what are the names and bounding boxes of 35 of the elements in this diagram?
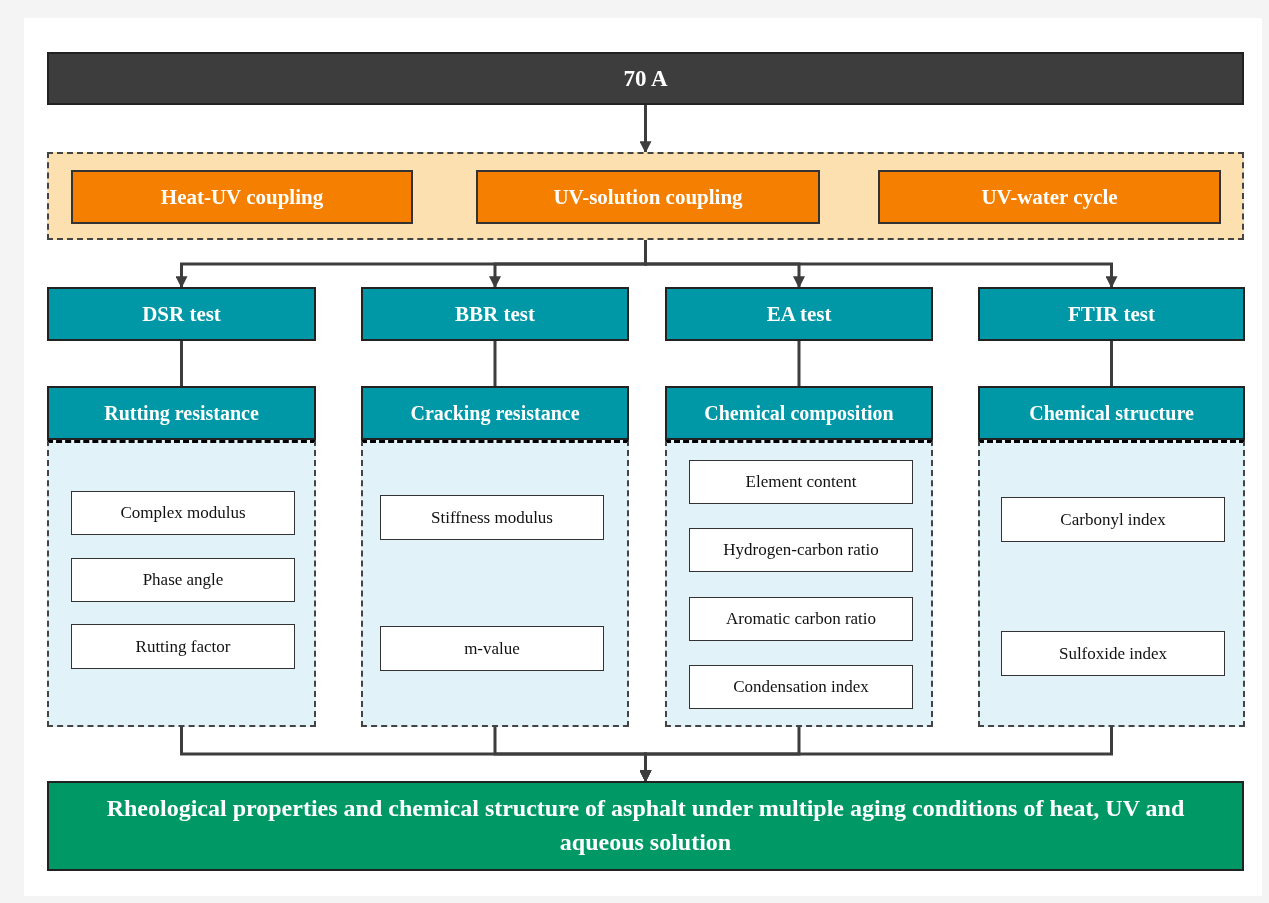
connector-line [797, 341, 801, 386]
property-box: Hydrogen-carbon ratio [689, 528, 913, 572]
process-box: 70 A [47, 52, 1244, 105]
process-box: UV-solution coupling [476, 170, 820, 224]
dashed-panel [978, 440, 1245, 727]
property-box: Complex modulus [71, 491, 295, 535]
property-box: Carbonyl index [1001, 497, 1225, 542]
dashed-panel [47, 440, 316, 727]
category-header: Chemical composition [665, 386, 933, 440]
connector-line [1110, 341, 1113, 386]
category-header: Cracking resistance [361, 386, 629, 440]
test-box: EA test [665, 287, 933, 341]
test-box: FTIR test [978, 287, 1245, 341]
connector-line [493, 341, 497, 386]
property-box: Aromatic carbon ratio [689, 597, 913, 641]
property-box: Element content [689, 460, 913, 504]
property-box: Condensation index [689, 665, 913, 709]
property-box: Stiffness modulus [380, 495, 604, 540]
property-box: Phase angle [71, 558, 295, 602]
dashed-group-box [47, 152, 1244, 240]
test-box: BBR test [361, 287, 629, 341]
connector-line [180, 341, 183, 386]
result-box: Rheological properties and chemical structure of asphalt under multiple aging conditions of heat, UV and aqueous solution [47, 781, 1244, 871]
property-box: Rutting factor [71, 624, 295, 669]
dashed-panel [361, 440, 629, 727]
property-box: m-value [380, 626, 604, 671]
process-box: Heat-UV coupling [71, 170, 413, 224]
property-box: Sulfoxide index [1001, 631, 1225, 676]
category-header: Rutting resistance [47, 386, 316, 440]
dashed-panel [665, 440, 933, 727]
test-box: DSR test [47, 287, 316, 341]
process-box: UV-water cycle [878, 170, 1221, 224]
arrow [639, 105, 652, 154]
category-header: Chemical structure [978, 386, 1245, 440]
arrow [644, 240, 1118, 289]
